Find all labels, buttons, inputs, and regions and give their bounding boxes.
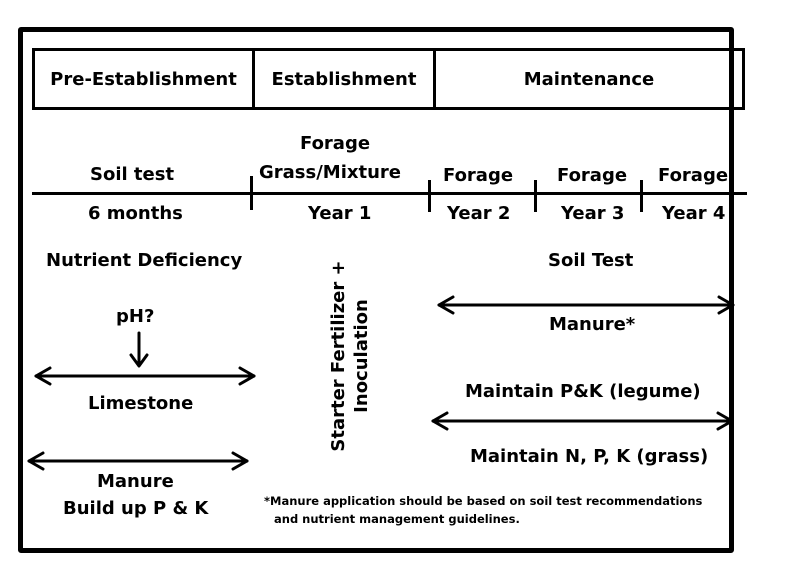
phase-header: Pre-Establishment Establishment Maintena…	[32, 48, 745, 110]
nutrient-deficiency-label: Nutrient Deficiency	[46, 250, 243, 271]
soil-test-label: Soil Test	[548, 250, 634, 271]
double-arrow-icon	[27, 451, 249, 471]
footnote-line-2: and nutrient management guidelines.	[274, 512, 520, 526]
limestone-label: Limestone	[88, 393, 194, 414]
timeline-label-forage-year3: Forage	[557, 165, 628, 186]
double-arrow-icon	[437, 295, 735, 315]
ph-question-label: pH?	[116, 306, 155, 327]
down-arrow-icon	[129, 331, 149, 368]
timeline-label-forage-year4: Forage	[658, 165, 729, 186]
timeline-label-year2: Year 2	[447, 203, 511, 224]
timeline-tick	[250, 176, 253, 210]
timeline-tick	[640, 180, 643, 212]
timeline-label-year1: Year 1	[308, 203, 372, 224]
double-arrow-icon	[34, 366, 256, 386]
manure-label: Manure	[97, 471, 174, 492]
timeline-tick	[428, 180, 431, 212]
timeline-label-forage-year1: Forage	[300, 133, 371, 154]
diagram-frame	[18, 27, 734, 553]
double-arrow-icon	[431, 411, 734, 431]
maintain-pk-legume-label: Maintain P&K (legume)	[465, 381, 701, 402]
build-up-pk-label: Build up P & K	[63, 498, 209, 519]
maintain-npk-grass-label: Maintain N, P, K (grass)	[470, 446, 709, 467]
phase-maintenance: Maintenance	[523, 68, 655, 90]
timeline-axis	[32, 192, 747, 195]
footnote: *Manure application should be based on s…	[264, 492, 702, 528]
manure-asterisk-label: Manure*	[549, 314, 636, 335]
timeline-label-year3: Year 3	[561, 203, 625, 224]
phase-pre-establishment: Pre-Establishment	[35, 51, 255, 107]
timeline-label-6-months: 6 months	[88, 203, 183, 224]
phase-establishment: Establishment	[255, 51, 436, 107]
timeline-label-forage-year2: Forage	[443, 165, 514, 186]
timeline-tick	[534, 180, 537, 212]
timeline-label-grass-mixture: Grass/Mixture	[259, 162, 401, 183]
timeline-label-soil-test: Soil test	[90, 164, 175, 185]
footnote-line-1: *Manure application should be based on s…	[264, 494, 703, 508]
timeline-label-year4: Year 4	[662, 203, 726, 224]
